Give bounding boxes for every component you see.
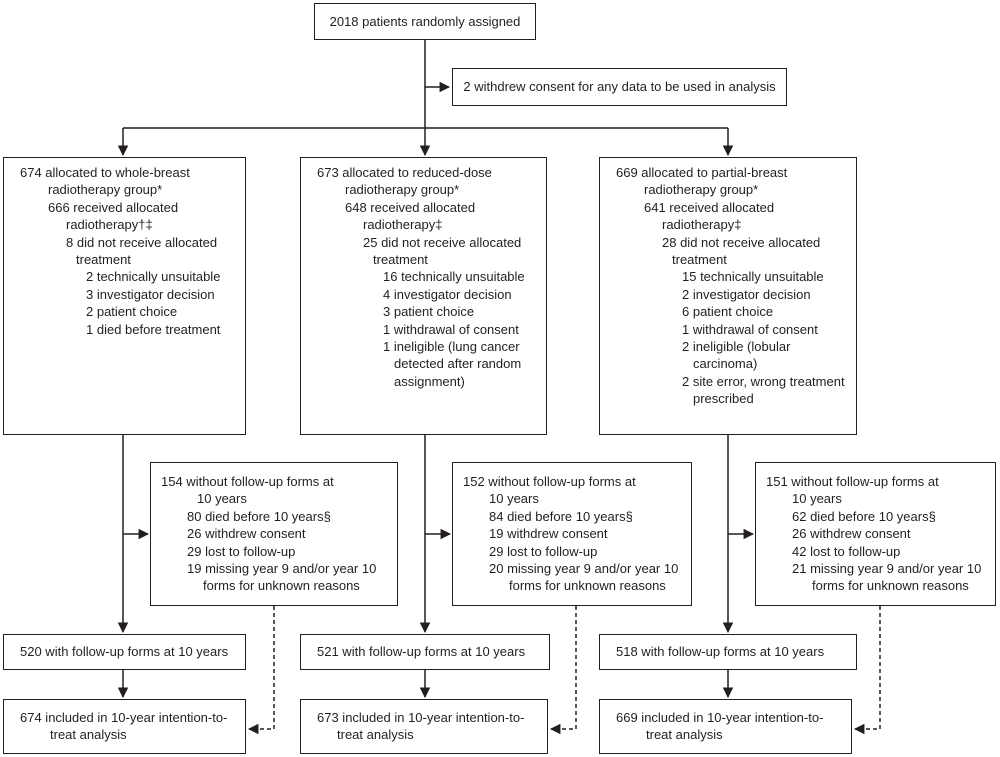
arm-2-dashed-return xyxy=(549,606,577,735)
withdrew-consent-box: 2 withdrew consent for any data to be us… xyxy=(452,68,787,106)
randomised-text: 2018 patients randomly assigned xyxy=(329,13,521,29)
arm-3-with-followup-box: 518 with follow-up forms at 10 years xyxy=(599,634,857,670)
received-text: 641 received allocated xyxy=(644,199,775,215)
without-followup-item: forms for unknown reasons xyxy=(509,578,666,594)
without-followup-item: 29 lost to follow-up xyxy=(489,543,598,559)
included-text: treat analysis xyxy=(646,727,723,743)
allocated-text: 669 allocated to partial-breast xyxy=(616,165,788,180)
reason-item: 1 ineligible (lung cancer xyxy=(383,339,520,355)
randomised-box: 2018 patients randomly assigned xyxy=(314,3,536,40)
without-followup-item: 19 withdrew consent xyxy=(489,526,608,542)
arm-3-included-box: 669 included in 10-year intention-to- tr… xyxy=(599,699,852,754)
reason-item: 16 technically unsuitable xyxy=(383,269,525,285)
without-followup-item: 62 died before 10 years§ xyxy=(792,508,936,524)
not-received-text: 28 did not receive allocated xyxy=(662,234,821,250)
not-received-text: treatment xyxy=(672,252,727,268)
without-followup-item: 20 missing year 9 and/or year 10 xyxy=(489,561,679,577)
reason-item: 1 withdrawal of consent xyxy=(682,321,818,337)
with-followup-text: 521 with follow-up forms at 10 years xyxy=(317,644,526,660)
reason-item: 3 investigator decision xyxy=(86,286,215,302)
included-text: treat analysis xyxy=(337,727,414,743)
reason-item: prescribed xyxy=(693,391,754,407)
not-received-text: 8 did not receive allocated xyxy=(66,234,218,250)
arm-1-allocation-box: 674 allocated to whole-breast radiothera… xyxy=(3,157,246,435)
reason-item: 2 investigator decision xyxy=(682,286,811,302)
without-followup-item: forms for unknown reasons xyxy=(203,578,360,594)
arm-2-allocation-box: 673 allocated to reduced-dose radiothera… xyxy=(300,157,547,435)
without-followup-item: 19 missing year 9 and/or year 10 xyxy=(187,561,377,577)
allocated-text: 674 allocated to whole-breast xyxy=(20,165,190,180)
allocated-text: radiotherapy group* xyxy=(644,182,759,198)
arm-1-with-followup-box: 520 with follow-up forms at 10 years xyxy=(3,634,246,670)
arm-3-dashed-return xyxy=(853,606,881,735)
reason-item: 2 patient choice xyxy=(86,304,178,320)
withdrew-consent-text: 2 withdrew consent for any data to be us… xyxy=(463,79,776,95)
received-text: 648 received allocated xyxy=(345,199,476,215)
reason-item: 2 technically unsuitable xyxy=(86,269,221,285)
with-followup-text: 518 with follow-up forms at 10 years xyxy=(616,644,825,660)
without-followup-text: 10 years xyxy=(792,491,842,507)
without-followup-text: 152 without follow-up forms at xyxy=(463,474,636,489)
arm-1-dashed-return xyxy=(247,606,275,735)
included-text: 674 included in 10-year intention-to- xyxy=(20,710,228,725)
received-text: radiotherapy‡ xyxy=(662,217,742,233)
without-followup-item: 26 withdrew consent xyxy=(187,526,306,542)
without-followup-item: 42 lost to follow-up xyxy=(792,543,901,559)
without-followup-text: 10 years xyxy=(489,491,539,507)
without-followup-item: 26 withdrew consent xyxy=(792,526,911,542)
allocated-text: radiotherapy group* xyxy=(48,182,163,198)
without-followup-item: 80 died before 10 years§ xyxy=(187,508,331,524)
not-received-text: treatment xyxy=(373,252,428,268)
arm-1-included-box: 674 included in 10-year intention-to- tr… xyxy=(3,699,246,754)
reason-item: 1 died before treatment xyxy=(86,321,221,337)
without-followup-item: 29 lost to follow-up xyxy=(187,543,296,559)
not-received-text: treatment xyxy=(76,252,131,268)
without-followup-text: 151 without follow-up forms at xyxy=(766,474,939,489)
included-text: treat analysis xyxy=(50,727,127,743)
without-followup-text: 10 years xyxy=(197,491,247,507)
reason-item: 2 ineligible (lobular xyxy=(682,339,791,355)
without-followup-item: 84 died before 10 years§ xyxy=(489,508,633,524)
with-followup-text: 520 with follow-up forms at 10 years xyxy=(20,644,229,660)
arm-3-allocation-box: 669 allocated to partial-breast radiothe… xyxy=(599,157,857,435)
reason-item: 4 investigator decision xyxy=(383,286,512,302)
included-text: 669 included in 10-year intention-to- xyxy=(616,710,824,725)
allocated-text: 673 allocated to reduced-dose xyxy=(317,165,492,180)
reason-item: detected after random xyxy=(394,356,522,372)
reason-item: 2 site error, wrong treatment xyxy=(682,373,845,389)
not-received-text: 25 did not receive allocated xyxy=(363,234,522,250)
without-followup-item: forms for unknown reasons xyxy=(812,578,969,594)
allocated-text: radiotherapy group* xyxy=(345,182,460,198)
reason-item: 1 withdrawal of consent xyxy=(383,321,519,337)
received-text: radiotherapy†‡ xyxy=(66,217,153,233)
arm-2-with-followup-box: 521 with follow-up forms at 10 years xyxy=(300,634,550,670)
received-text: 666 received allocated xyxy=(48,199,179,215)
arm-2-without-followup-box: 152 without follow-up forms at 10 years … xyxy=(452,462,692,606)
arm-3-without-followup-box: 151 without follow-up forms at 10 years … xyxy=(755,462,996,606)
reason-item: assignment) xyxy=(394,373,465,389)
included-text: 673 included in 10-year intention-to- xyxy=(317,710,525,725)
arm-1-without-followup-box: 154 without follow-up forms at 10 years … xyxy=(150,462,398,606)
reason-item: 3 patient choice xyxy=(383,304,475,320)
received-text: radiotherapy‡ xyxy=(363,217,443,233)
reason-item: 15 technically unsuitable xyxy=(682,269,824,285)
reason-item: carcinoma) xyxy=(693,356,758,372)
reason-item: 6 patient choice xyxy=(682,304,774,320)
arm-2-included-box: 673 included in 10-year intention-to- tr… xyxy=(300,699,548,754)
without-followup-item: 21 missing year 9 and/or year 10 xyxy=(792,561,982,577)
without-followup-text: 154 without follow-up forms at xyxy=(161,474,334,489)
